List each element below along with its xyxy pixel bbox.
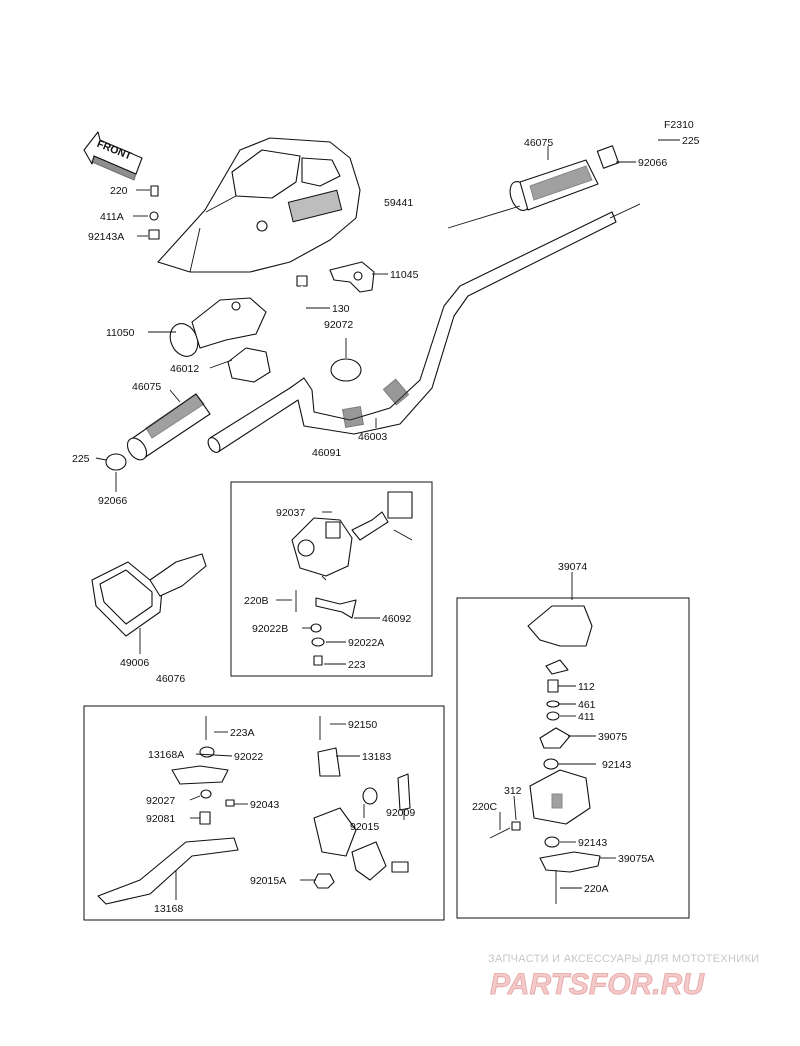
grip-right-46075-part: [509, 159, 599, 211]
label-13168A: 13168A: [148, 749, 184, 761]
holder-46012-part: [227, 347, 271, 383]
front-arrow-icon: FRONT: [83, 131, 143, 181]
bracket-11045-part: [329, 261, 375, 293]
label-92009: 92009: [386, 807, 415, 819]
label-225-left: 225: [72, 453, 90, 465]
label-312: 312: [504, 785, 522, 797]
grip-left-46075-part: [126, 393, 211, 461]
label-39074: 39074: [558, 561, 587, 573]
label-92043: 92043: [250, 799, 279, 811]
watermark-brand: PARTSFOR.RU: [490, 968, 705, 1001]
label-49006: 49006: [120, 657, 149, 669]
bolt-130-part: [296, 275, 308, 332]
label-92015A: 92015A: [250, 875, 286, 887]
throttle-39074-box: [456, 597, 690, 919]
holder-11050-part: [169, 297, 267, 357]
label-46092: 46092: [382, 613, 411, 625]
bar-end-left-part: [75, 453, 127, 495]
label-223A: 223A: [230, 727, 255, 739]
label-220: 220: [110, 185, 128, 197]
label-39075A: 39075A: [618, 853, 654, 865]
label-112: 112: [578, 681, 595, 693]
label-411A: 411A: [100, 211, 124, 223]
label-46012: 46012: [170, 363, 199, 375]
label-92143-a: 92143: [602, 759, 631, 771]
handlebar-46003-part: [207, 203, 641, 453]
label-13183: 13183: [362, 751, 391, 763]
label-39075: 39075: [598, 731, 627, 743]
switch-46091-part: [291, 491, 413, 666]
leader-lines: [95, 139, 680, 900]
meter-cover-part: [157, 137, 361, 273]
label-92081: 92081: [146, 813, 175, 825]
label-11045: 11045: [390, 269, 419, 281]
label-130: 130: [332, 303, 350, 315]
label-92143-b: 92143: [578, 837, 607, 849]
label-92037: 92037: [276, 507, 305, 519]
part-labels: 225 46075 92066 59441 220 411A 92143A 11…: [72, 135, 700, 915]
watermark: ЗАПЧАСТИ И АКСЕССУАРЫ ДЛЯ МОТОТЕХНИКИ PA…: [488, 953, 759, 1001]
label-92022: 92022: [234, 751, 263, 763]
label-411: 411: [578, 711, 595, 723]
label-92066-left: 92066: [98, 495, 127, 507]
label-46075-left: 46075: [132, 381, 161, 393]
lever-46076-box: [83, 705, 445, 921]
label-225-top: 225: [682, 135, 700, 147]
label-46076: 46076: [156, 673, 185, 685]
label-92015: 92015: [350, 821, 379, 833]
cover-49006-part: [91, 553, 207, 637]
label-46075-top: 46075: [524, 137, 553, 149]
label-92072: 92072: [324, 319, 353, 331]
bolt-220-part: [148, 185, 160, 240]
watermark-tagline: ЗАПЧАСТИ И АКСЕССУАРЫ ДЛЯ МОТОТЕХНИКИ: [488, 953, 759, 965]
label-46003: 46003: [358, 431, 387, 443]
diagram-code: F2310: [664, 119, 694, 131]
label-13168: 13168: [154, 903, 183, 915]
label-11050: 11050: [106, 327, 135, 339]
label-220B: 220B: [244, 595, 269, 607]
switch-46091-box: [230, 481, 433, 677]
bar-end-right-part: [596, 137, 657, 169]
clamp-92072-part: [330, 358, 362, 382]
lever-46076-part: [97, 716, 411, 905]
label-92150: 92150: [348, 719, 377, 731]
throttle-39074-part: [489, 605, 601, 904]
label-46091: 46091: [312, 447, 341, 459]
label-220A: 220A: [584, 883, 609, 895]
label-220C: 220C: [472, 801, 498, 813]
label-92022B: 92022B: [252, 623, 288, 635]
label-92066-top: 92066: [638, 157, 667, 169]
label-461: 461: [578, 699, 596, 711]
label-59441: 59441: [384, 197, 413, 209]
label-92143A: 92143A: [88, 231, 124, 243]
label-92027: 92027: [146, 795, 175, 807]
label-92022A: 92022A: [348, 637, 384, 649]
label-223: 223: [348, 659, 366, 671]
